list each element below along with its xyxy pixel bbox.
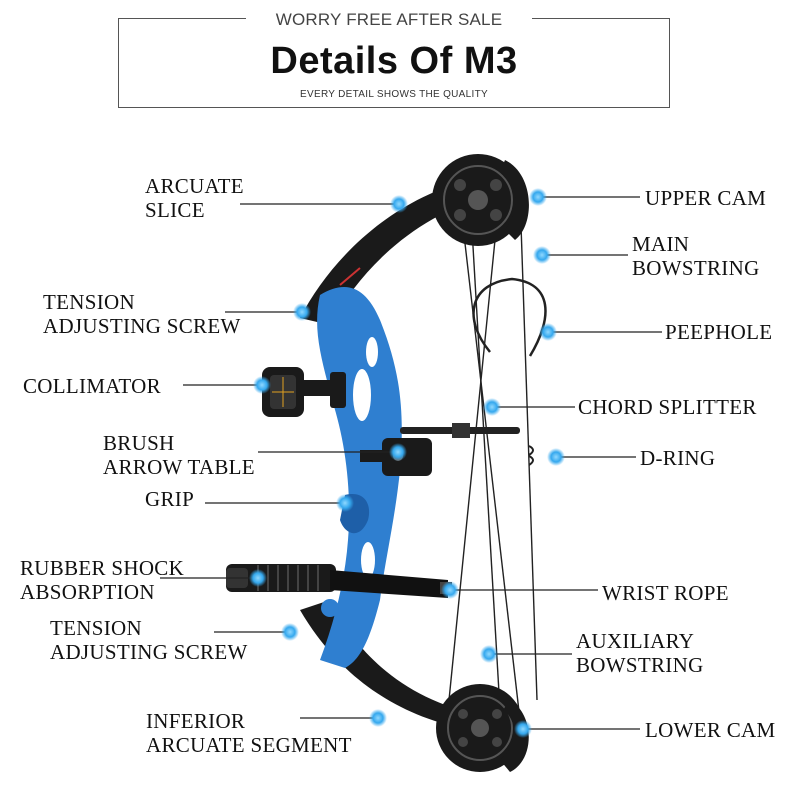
label-brush-arrow-table: BRUSH ARROW TABLE [103,431,255,479]
label-inferior-arcuate-segment: INFERIOR ARCUATE SEGMENT [146,709,352,757]
chord-splitter-rod [400,423,520,438]
label-line: INFERIOR [146,709,246,733]
label-line: TENSION [43,290,135,314]
lower-limb-bolt [321,599,339,617]
upper-cam [432,154,529,246]
label-line: ABSORPTION [20,580,155,604]
label-line: MAIN [632,232,690,256]
label-rubber-shock-absorption: RUBBER SHOCK ABSORPTION [20,556,184,604]
label-line: ADJUSTING SCREW [43,314,241,338]
limb-decal [339,267,361,286]
label-chord-splitter: CHORD SPLITTER [578,395,757,419]
label-line: BRUSH [103,431,175,455]
label-line: ARCUATE [145,174,244,198]
label-line: SLICE [145,198,205,222]
label-arcuate-slice: ARCUATE SLICE [145,174,244,222]
header-rule-right [532,18,670,19]
label-wrist-rope: WRIST ROPE [602,581,729,605]
label-grip: GRIP [145,487,195,511]
label-line: ARCUATE SEGMENT [146,733,352,757]
label-line: TENSION [50,616,142,640]
collimator-sight [262,367,346,417]
label-tension-adjusting-screw-lower: TENSION ADJUSTING SCREW [50,616,248,664]
label-line: ARROW TABLE [103,455,255,479]
label-line: ADJUSTING SCREW [50,640,248,664]
label-collimator: COLLIMATOR [23,374,161,398]
label-line: BOWSTRING [576,653,704,677]
callout-markers [249,188,565,738]
label-line: RUBBER SHOCK [20,556,185,580]
header-frame [118,18,670,108]
header-tagline: WORRY FREE AFTER SALE [275,10,503,29]
header-rule-left [118,18,246,19]
lower-cam [436,684,529,772]
label-line: AUXILIARY [576,629,695,653]
label-auxiliary-bowstring: AUXILIARY BOWSTRING [576,629,704,677]
label-tension-adjusting-screw-upper: TENSION ADJUSTING SCREW [43,290,241,338]
riser-cutouts [353,337,378,578]
bowstrings [446,189,538,721]
d-ring [528,445,534,466]
page-title: Details Of M3 [270,40,518,82]
label-upper-cam: UPPER CAM [645,186,767,210]
label-d-ring: D-RING [640,446,716,470]
label-main-bowstring: MAIN BOWSTRING [632,232,760,280]
label-lower-cam: LOWER CAM [645,718,776,742]
leader-lines [160,196,662,730]
label-peephole: PEEPHOLE [665,320,773,344]
peephole-loop [472,277,547,357]
header-subtitle: EVERY DETAIL SHOWS THE QUALITY [300,89,488,100]
label-line: BOWSTRING [632,256,760,280]
